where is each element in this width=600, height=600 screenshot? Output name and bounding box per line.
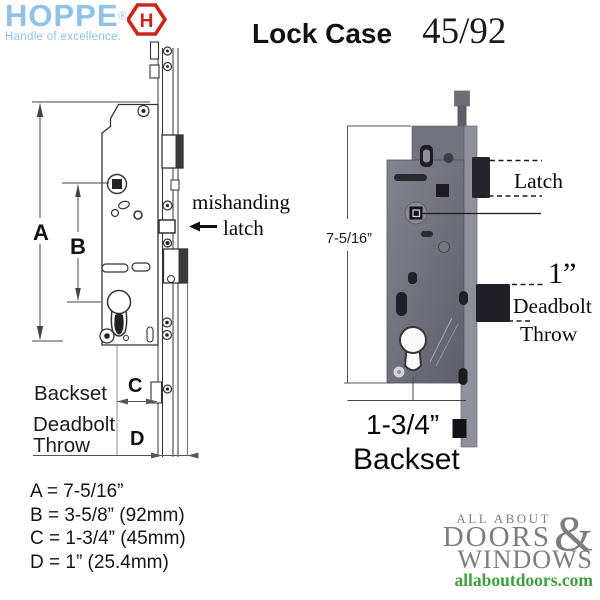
mishanding-label: mishanding bbox=[192, 190, 290, 214]
product-name: Lock Case bbox=[252, 18, 393, 49]
strip-hardware bbox=[149, 41, 189, 404]
label-bg bbox=[68, 232, 88, 258]
dimension-d bbox=[33, 452, 199, 459]
hoppe-hexagon-icon: H bbox=[125, 3, 168, 41]
lock-photo-metal bbox=[386, 90, 510, 448]
dim-a-label: A bbox=[33, 220, 49, 245]
backset-photo-label: Backset bbox=[353, 443, 460, 470]
brand-name: HOPPE bbox=[5, 0, 119, 33]
deadbolt-throw-value: 1” bbox=[548, 257, 576, 290]
legend-line-c: C = 1-3/4” (45mm) bbox=[30, 528, 186, 549]
label-bg bbox=[30, 218, 51, 244]
deadbolt bbox=[476, 284, 510, 322]
case-body bbox=[386, 159, 465, 384]
logo-doors: DOORS bbox=[442, 521, 551, 553]
dim-b-label: B bbox=[70, 234, 86, 259]
bottom-hook bbox=[452, 419, 467, 438]
legend-line-d: D = 1” (25.4mm) bbox=[30, 551, 169, 573]
logo-all-about: ALL ABOUT bbox=[456, 511, 551, 526]
dim-d-label: D bbox=[130, 428, 144, 450]
logo-site-url: allaboutdoors.com bbox=[454, 570, 593, 590]
backset-value: 1-3/4” bbox=[366, 409, 439, 440]
backset-dimension bbox=[347, 377, 466, 401]
latch-callout-label: latch bbox=[223, 216, 264, 240]
hexagon-outline bbox=[125, 3, 168, 36]
page-title: Lock Case 45/92 bbox=[252, 10, 506, 53]
logo-windows: WINDOWS bbox=[457, 545, 593, 574]
dimension-legend: A = 7-5/16” B = 3-5/8” (92mm) C = 1-3/4”… bbox=[30, 480, 186, 574]
dim-c-label: C bbox=[128, 375, 142, 397]
deadbolt-callout-lines bbox=[508, 283, 543, 322]
logo-ampersand: & bbox=[554, 505, 593, 561]
lock-case-body bbox=[99, 103, 159, 346]
latch-photo-label: Latch bbox=[514, 169, 563, 193]
deadbolt-word: Deadbolt bbox=[513, 294, 592, 318]
latch-callout-lines bbox=[480, 159, 542, 197]
cylinder-keyhole bbox=[399, 326, 427, 372]
deadbolt-label: Deadbolt bbox=[33, 413, 115, 436]
height-dimension bbox=[344, 125, 411, 384]
backset-label: Backset bbox=[34, 382, 107, 405]
left-arrow-icon bbox=[189, 221, 217, 232]
hoppe-logo: HOPPE® Handle of excellence. bbox=[5, 0, 127, 43]
lock-technical-diagram: A B mishanding latch Backset C Deadbolt bbox=[30, 41, 290, 459]
model-number: 45/92 bbox=[422, 11, 507, 52]
mishandling-latch bbox=[158, 219, 176, 234]
all-about-doors-logo: ALL ABOUT & DOORS WINDOWS allaboutdoors.… bbox=[423, 508, 593, 590]
throw-label: Throw bbox=[33, 434, 90, 457]
height-dim-value: 7-5/16” bbox=[326, 231, 372, 247]
brand-tagline: Handle of excellence. bbox=[5, 31, 122, 43]
latch-bolt bbox=[472, 157, 490, 198]
legend-line-b: B = 3-5/8” (92mm) bbox=[30, 504, 185, 526]
hexagon-letter: H bbox=[140, 11, 154, 32]
registered-mark: ® bbox=[118, 10, 127, 23]
lock-case-photo: 7-5/16” Latch 1” Deadbolt Throw 1-3/4” B… bbox=[326, 90, 592, 470]
throw-word: Throw bbox=[520, 322, 578, 346]
legend-line-a: A = 7-5/16” bbox=[30, 481, 124, 502]
dimension-c bbox=[116, 344, 157, 456]
